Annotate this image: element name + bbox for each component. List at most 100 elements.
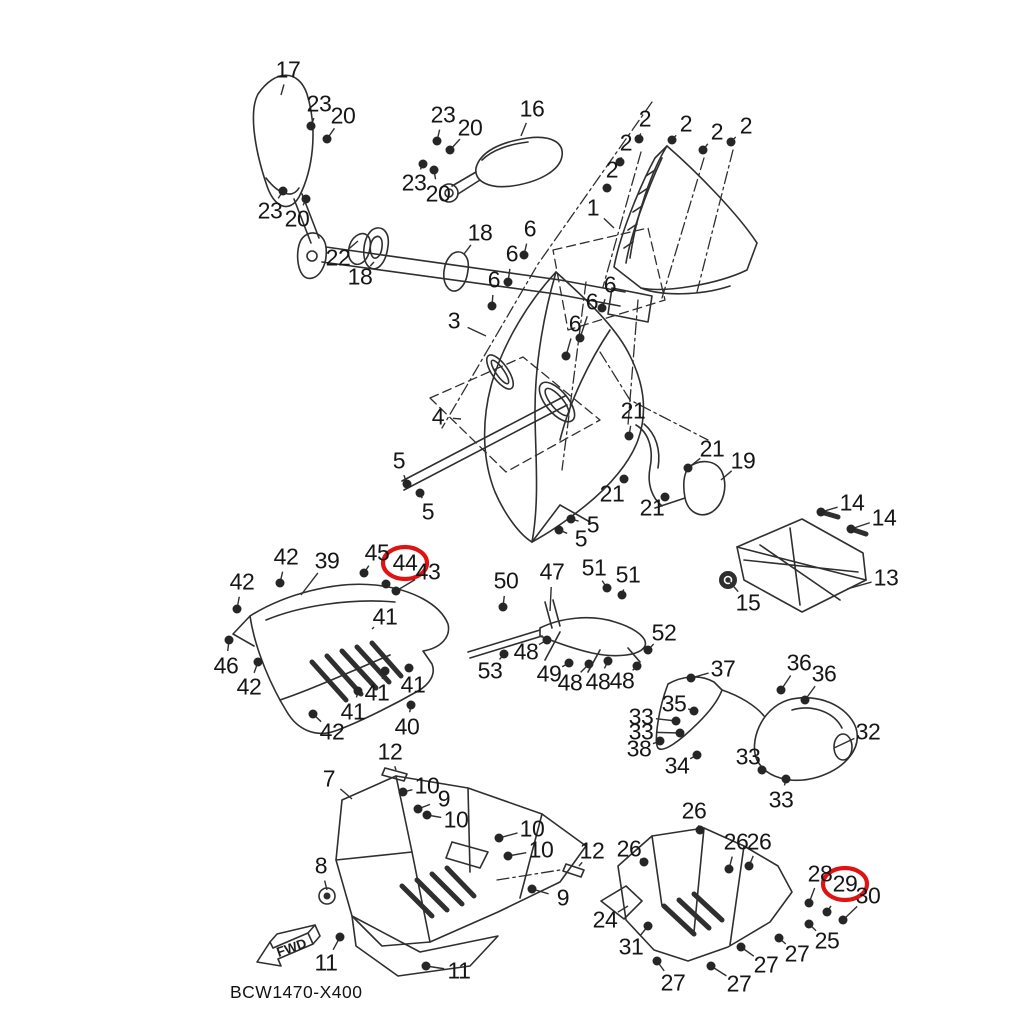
fastener-dot [603, 656, 613, 666]
callout-48: 48 [585, 668, 611, 695]
callout-52: 52 [651, 619, 677, 646]
callout-12: 12 [377, 738, 403, 765]
callout-11: 11 [447, 957, 471, 984]
fastener-dot [308, 709, 318, 719]
callout-27: 27 [784, 940, 810, 967]
fastener-dot [542, 635, 552, 645]
callout-33: 33 [735, 743, 761, 770]
callout-23: 23 [430, 101, 456, 128]
fastener-dot [406, 700, 416, 710]
fastener-dot [584, 659, 594, 669]
fastener-dot [494, 833, 504, 843]
fastener-dot [561, 351, 571, 361]
fastener-dot [671, 716, 681, 726]
fastener-dot [744, 861, 754, 871]
callout-46: 46 [213, 652, 239, 679]
callout-5: 5 [586, 511, 600, 538]
callout-19: 19 [730, 447, 756, 474]
callout-32: 32 [855, 718, 881, 745]
fastener-dot [566, 514, 576, 524]
callout-26: 26 [681, 797, 707, 824]
fastener-dot [575, 333, 585, 343]
fastener-dot [418, 159, 428, 169]
fastener-dot [695, 825, 705, 835]
fastener-dot [404, 663, 414, 673]
fastener-dot [554, 525, 564, 535]
callout-7: 7 [322, 765, 336, 792]
callout-20: 20 [284, 205, 310, 232]
callout-45: 45 [364, 539, 390, 566]
callout-2: 2 [739, 112, 753, 139]
callout-28: 28 [807, 860, 833, 887]
fastener-dot [816, 507, 826, 517]
fastener-dot [617, 590, 627, 600]
fastener-dot [632, 661, 642, 671]
fastener-dot [724, 864, 734, 874]
fastener-dot [353, 686, 363, 696]
callout-18: 18 [347, 263, 373, 290]
fastener-dot [224, 635, 234, 645]
fastener-dot [667, 135, 677, 145]
callout-11: 11 [314, 949, 338, 976]
fastener-dot [398, 787, 408, 797]
callout-36: 36 [811, 660, 837, 687]
callout-39: 39 [314, 547, 340, 574]
callout-49: 49 [536, 660, 562, 687]
fastener-dot [624, 431, 634, 441]
fastener-dot [499, 649, 509, 659]
callout-10: 10 [528, 836, 554, 863]
callout-9: 9 [437, 785, 451, 812]
fastener-dot [726, 137, 736, 147]
leader-line [617, 905, 629, 913]
callout-27: 27 [726, 970, 752, 997]
callout-34: 34 [664, 752, 690, 779]
leader-line [833, 737, 855, 749]
callout-6: 6 [487, 266, 501, 293]
fastener-dot [692, 750, 702, 760]
fastener-dot [706, 961, 716, 971]
callout-2: 2 [679, 110, 693, 137]
fastener-dot [655, 736, 665, 746]
callout-5: 5 [392, 447, 406, 474]
callout-3: 3 [447, 307, 461, 334]
leader-line [280, 84, 285, 96]
fastener-dot [689, 706, 699, 716]
callout-15: 15 [735, 589, 761, 616]
callout-17: 17 [275, 56, 301, 83]
callout-35: 35 [661, 690, 687, 717]
leader-line [369, 261, 375, 267]
fastener-dot [564, 658, 574, 668]
fastener-dot [498, 602, 508, 612]
fastener-dot [602, 183, 612, 193]
fastener-dot [804, 898, 814, 908]
callout-40: 40 [394, 713, 420, 740]
red-highlight-circle [380, 544, 430, 582]
callout-27: 27 [753, 951, 779, 978]
fastener-dot [736, 942, 746, 952]
fastener-dot [698, 145, 708, 155]
callout-10: 10 [443, 806, 469, 833]
callout-23: 23 [401, 169, 427, 196]
callout-33: 33 [768, 786, 794, 813]
callout-27: 27 [660, 969, 686, 996]
callout-33: 33 [628, 703, 654, 730]
leader-line [846, 581, 872, 590]
callout-2: 2 [605, 156, 619, 183]
fastener-dot [519, 250, 529, 260]
callout-26: 26 [723, 828, 749, 855]
fastener-dot [776, 685, 786, 695]
callout-26: 26 [746, 828, 772, 855]
callout-16: 16 [519, 95, 545, 122]
callout-23: 23 [306, 90, 332, 117]
fastener-dot [660, 492, 670, 502]
callout-21: 21 [639, 494, 665, 521]
callout-10: 10 [414, 772, 440, 799]
fastener-dot [804, 919, 814, 929]
callout-42: 42 [273, 543, 299, 570]
fastener-dot [306, 121, 316, 131]
fastener-dot [429, 165, 439, 175]
callout-41: 41 [372, 603, 398, 630]
callout-41: 41 [400, 671, 426, 698]
callout-2: 2 [619, 129, 633, 156]
